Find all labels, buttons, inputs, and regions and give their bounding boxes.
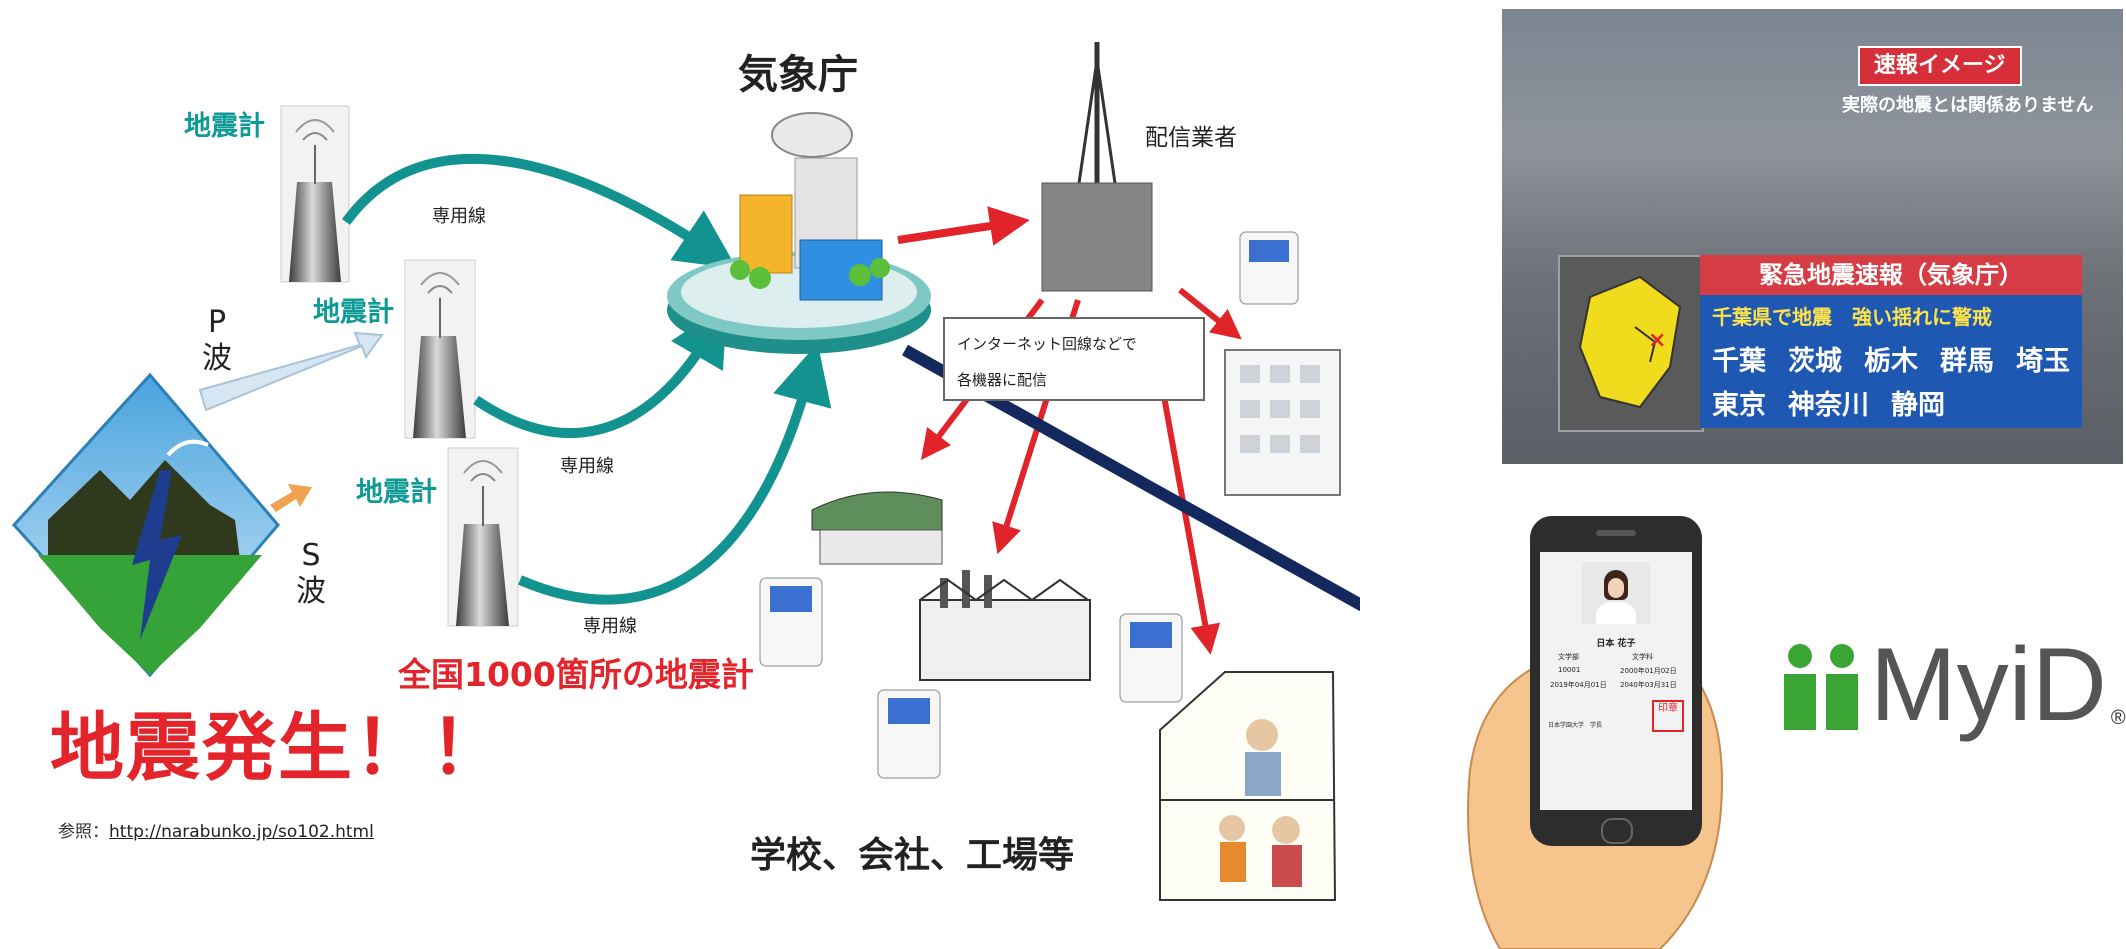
tv-alert-subtitle: 千葉県で地震 強い揺れに警戒 <box>1712 305 1992 329</box>
red-arrow-apartment <box>1178 287 1242 340</box>
warning-device-2 <box>759 577 823 667</box>
internet-note-line1: インターネット回線などで <box>957 335 1137 353</box>
warning-device-3 <box>877 689 941 779</box>
warning-device-4 <box>1119 613 1183 703</box>
myid-registered-mark: ® <box>2110 707 2126 729</box>
tv-map-panel: × <box>1558 255 1704 432</box>
id-expiry-date: 2040年03月31日 <box>1620 681 1677 689</box>
p-wave-label: P 波 <box>202 305 232 377</box>
earthquake-warning-diagram <box>11 42 1360 901</box>
seismometer-tower-1 <box>280 105 350 283</box>
house-illustration <box>1159 671 1337 901</box>
myid-people-icon <box>1784 644 1858 730</box>
id-photo-shoulders <box>1596 602 1636 624</box>
dedicated-line-label-1: 専用線 <box>432 206 486 227</box>
s-wave-char: 波 <box>296 574 326 609</box>
reference-note: 参照：http://narabunko.jp/so102.html <box>58 817 374 842</box>
id-university: 日本学園大学 学長 <box>1548 722 1603 729</box>
tv-alert-title: 緊急地震速報（気象庁） <box>1700 255 2082 295</box>
tv-region-4: 群馬 <box>1940 346 1994 377</box>
seismometer-tower-3 <box>447 447 519 627</box>
id-name: 日本 花子 <box>1596 639 1636 649</box>
tv-regions-row1: 千葉 茨城 栃木 群馬 埼玉 <box>1712 339 2070 378</box>
earthquake-diamond-icon <box>11 372 280 678</box>
myid-logo: MyiD ® <box>1778 627 2126 743</box>
seismometer-label-1: 地震計 <box>184 111 265 142</box>
distributor-building-illustration <box>1041 42 1153 292</box>
phone-device: 日本 花子 文学部 文学科 10001 2000年01月02日 2019年04月… <box>1530 516 1702 846</box>
red-arrow-to-distributor <box>897 206 1030 246</box>
tv-image-tag: 速報イメージ <box>1858 46 2022 86</box>
id-photo-frame <box>1582 562 1650 624</box>
network-label: 全国1000箇所の地震計 <box>398 655 754 694</box>
s-wave-label: S 波 <box>296 538 326 610</box>
dedicated-line-arrow-3 <box>518 343 832 605</box>
tv-regions-row2: 東京 神奈川 静岡 <box>1712 383 1945 422</box>
recipients-label: 学校、会社、工場等 <box>750 835 1075 876</box>
myid-wordmark: MyiD <box>1870 627 2107 743</box>
apartment-building-illustration <box>1224 349 1341 496</box>
internet-note-box: インターネット回線などで 各機器に配信 <box>943 317 1205 401</box>
jma-building-illustration <box>667 112 931 354</box>
tv-region-8: 静岡 <box>1891 390 1945 421</box>
dedicated-line-arrow-2 <box>473 304 728 438</box>
earthquake-label: 地震発生！！ <box>50 705 506 791</box>
id-seal: 印章 <box>1652 700 1684 732</box>
internet-note-line2: 各機器に配信 <box>957 371 1048 389</box>
tv-region-2: 茨城 <box>1788 346 1842 377</box>
dedicated-line-arrow-1 <box>341 153 737 269</box>
seismometer-label-2: 地震計 <box>313 297 394 328</box>
warning-device-1 <box>1239 231 1299 305</box>
agency-title: 気象庁 <box>738 52 858 98</box>
tv-region-map: × <box>1578 275 1682 409</box>
school-building-illustration <box>811 491 943 565</box>
s-wave-arrow <box>270 484 312 512</box>
seismometer-label-3: 地震計 <box>356 477 437 508</box>
tv-region-7: 神奈川 <box>1788 390 1869 421</box>
tv-region-3: 栃木 <box>1864 346 1918 377</box>
p-wave-letter: P <box>207 305 227 340</box>
id-admission-date: 2019年04月01日 <box>1550 681 1607 689</box>
tv-region-5: 埼玉 <box>2016 346 2070 377</box>
id-department: 文学科 <box>1632 653 1653 661</box>
id-faculty: 文学部 <box>1558 653 1579 661</box>
p-wave-char: 波 <box>202 341 232 376</box>
tv-region-1: 千葉 <box>1712 346 1766 377</box>
s-wave-letter: S <box>301 538 321 573</box>
tv-alert-screenshot: 速報イメージ 実際の地震とは関係ありません × 緊急地震速報（気象庁） 千葉県で… <box>1502 9 2123 464</box>
reference-prefix: 参照： <box>58 822 109 842</box>
dedicated-line-label-3: 専用線 <box>583 616 637 637</box>
distributor-label: 配信業者 <box>1145 125 1237 151</box>
tv-alert-body: 千葉県で地震 強い揺れに警戒 千葉 茨城 栃木 群馬 埼玉 東京 神奈川 静岡 <box>1700 295 2082 428</box>
p-wave-arrow <box>198 331 384 412</box>
reference-link[interactable]: http://narabunko.jp/so102.html <box>109 822 374 842</box>
factory-illustration <box>919 570 1091 681</box>
seismometer-tower-2 <box>404 259 476 439</box>
id-photo-face <box>1608 578 1624 598</box>
phone-speaker <box>1596 530 1636 536</box>
dedicated-line-label-2: 専用線 <box>560 456 614 477</box>
svg-text:×: × <box>1648 328 1666 353</box>
tv-region-6: 東京 <box>1712 390 1766 421</box>
phone-home-button[interactable] <box>1601 818 1633 844</box>
id-student-no: 10001 <box>1558 666 1581 674</box>
id-birth-date: 2000年01月02日 <box>1620 667 1677 675</box>
phone-screen: 日本 花子 文学部 文学科 10001 2000年01月02日 2019年04月… <box>1540 552 1692 810</box>
tv-disclaimer: 実際の地震とは関係ありません <box>1842 95 2094 116</box>
